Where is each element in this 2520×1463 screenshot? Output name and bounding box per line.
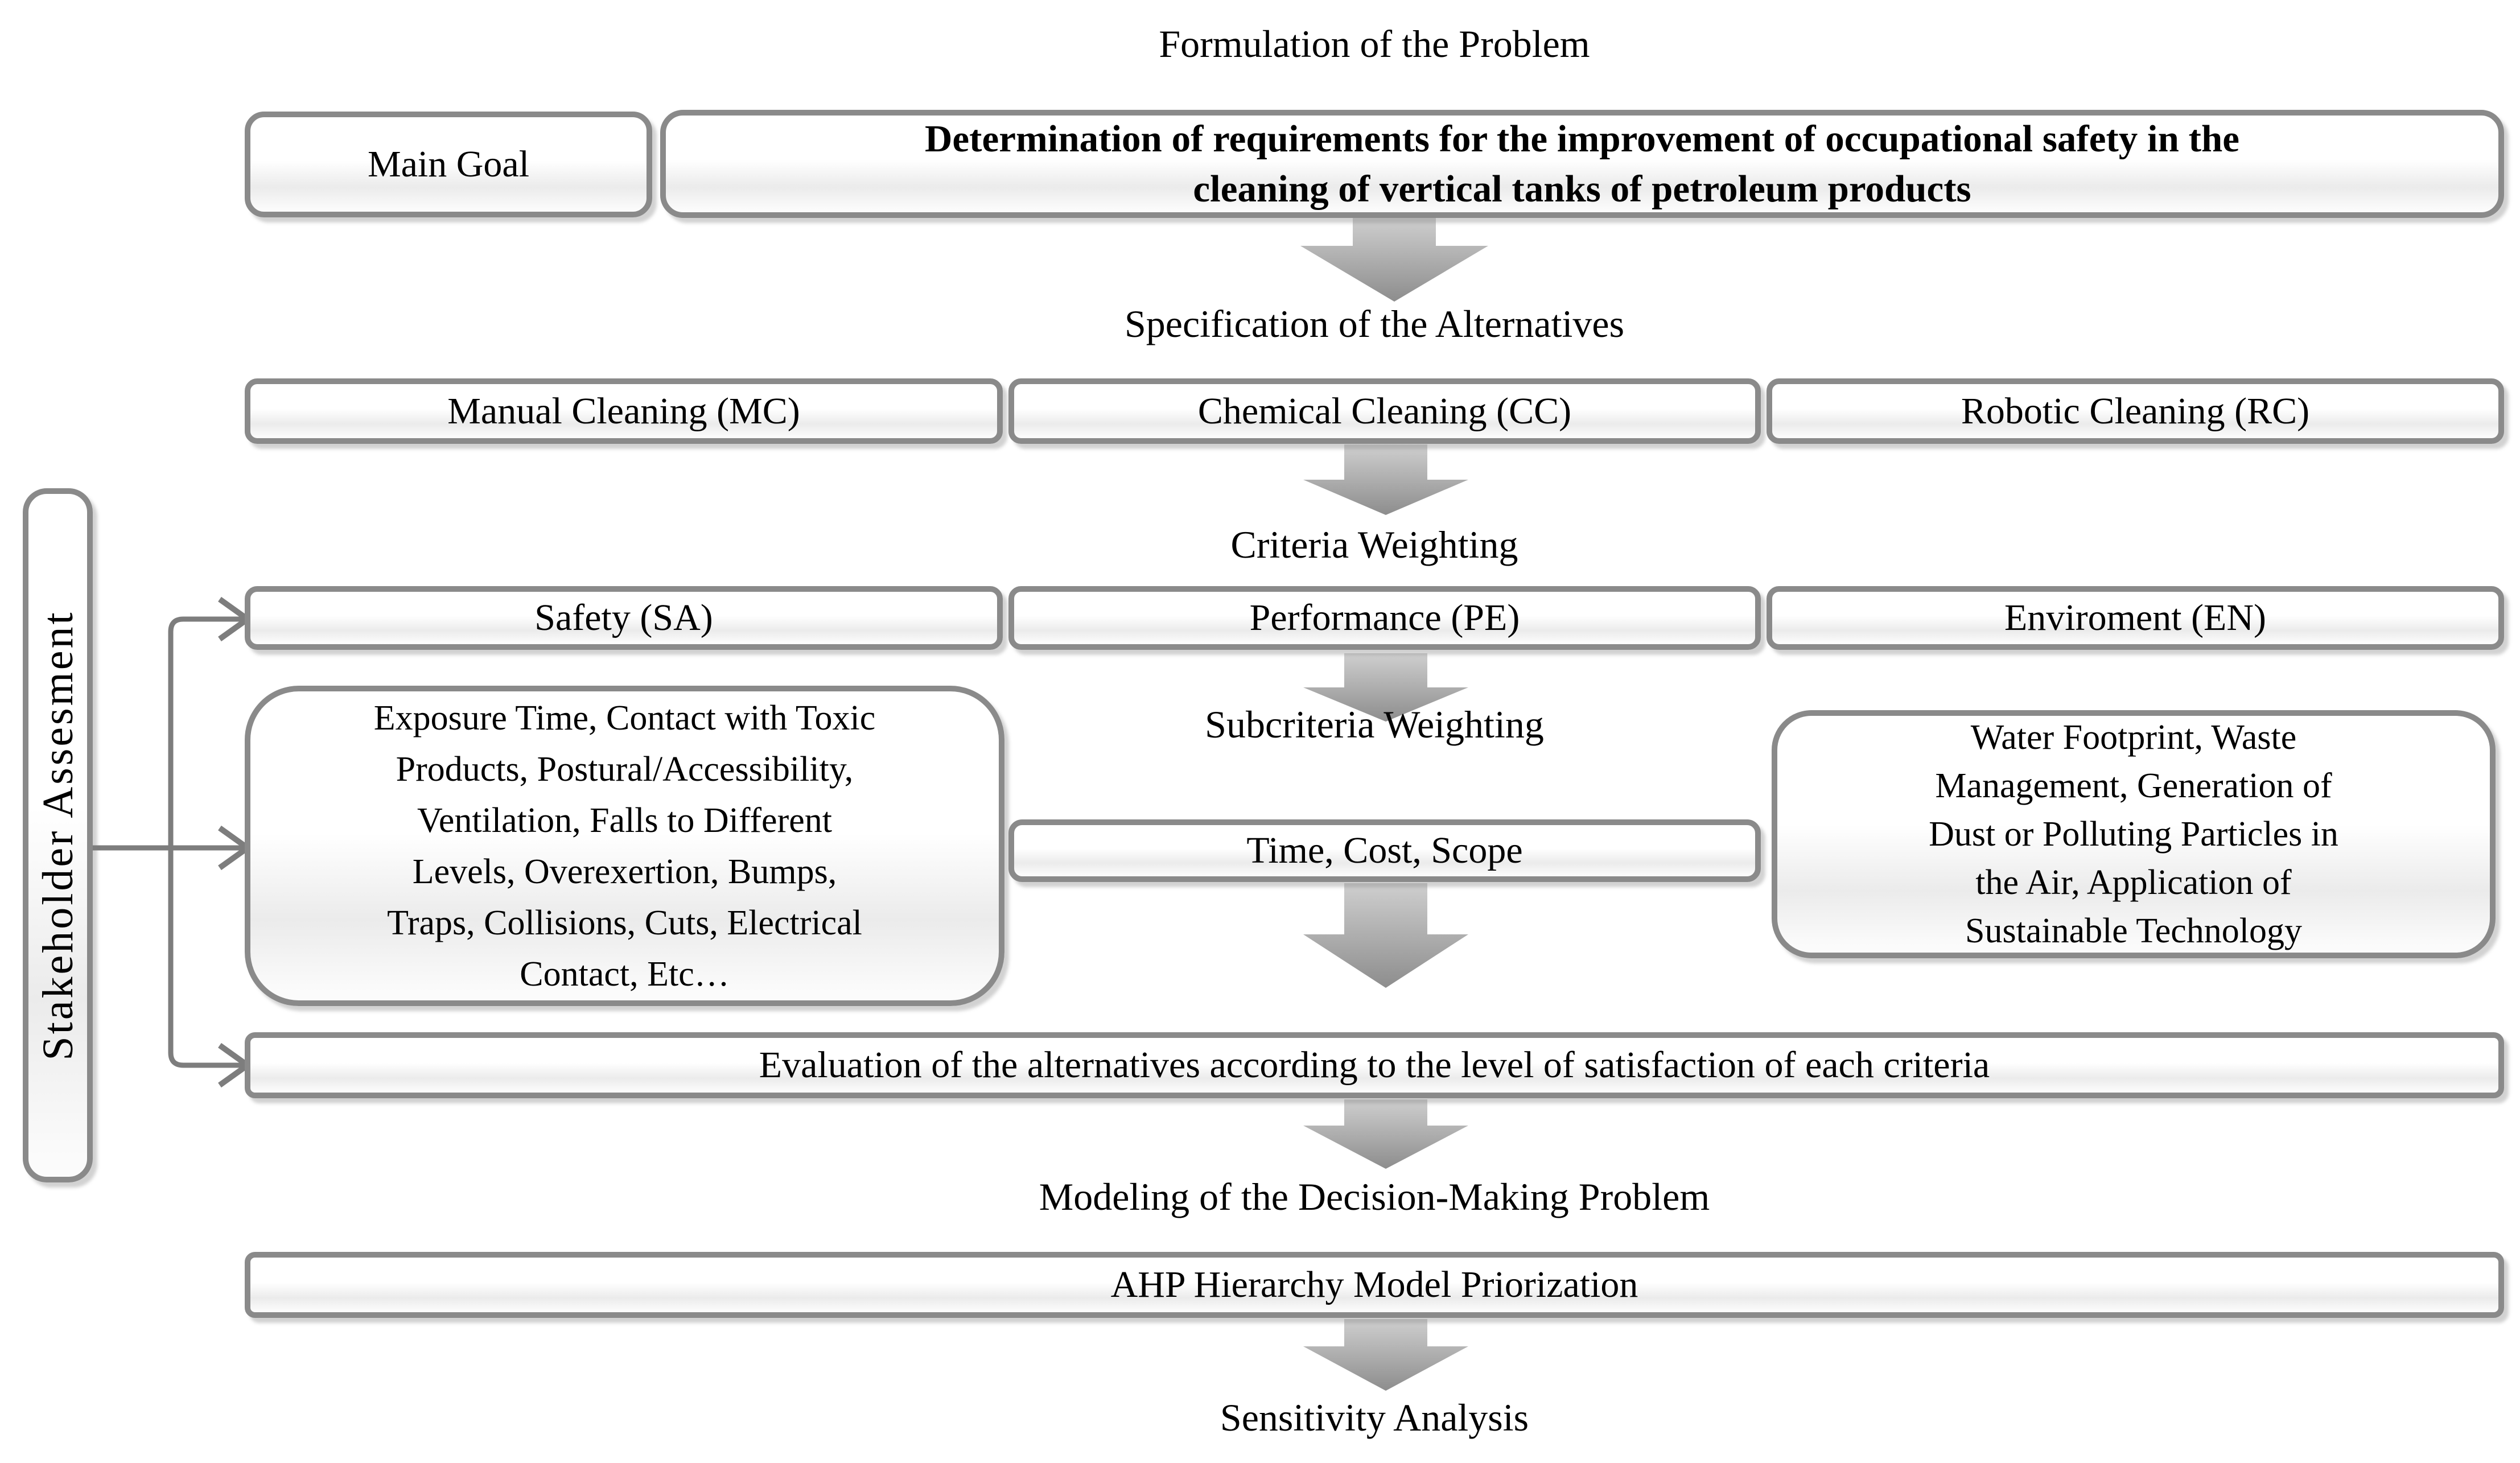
- subcriteria-performance-label: Time, Cost, Scope: [1246, 830, 1523, 872]
- subcriteria-safety-line: Exposure Time, Contact with Toxic: [373, 698, 876, 737]
- title-subcriteria-weighting: Subcriteria Weighting: [1205, 703, 1544, 746]
- criterion-label: Enviroment (EN): [2004, 597, 2267, 639]
- subcriteria-box-performance: Time, Cost, Scope: [1008, 819, 1761, 882]
- evaluation-box: Evaluation of the alternatives according…: [245, 1032, 2504, 1098]
- evaluation-label: Evaluation of the alternatives according…: [759, 1044, 1990, 1086]
- down-arrow-icon: [1303, 444, 1468, 515]
- title-sensitivity: Sensitivity Analysis: [1220, 1396, 1529, 1439]
- goal-statement-line: cleaning of vertical tanks of petroleum …: [1193, 168, 1971, 210]
- main-goal-box: Main Goal: [245, 112, 652, 217]
- subcriteria-safety-line: Traps, Collisions, Cuts, Electrical: [387, 903, 862, 942]
- title-criteria-weighting: Criteria Weighting: [1230, 523, 1518, 566]
- stakeholder-connector-trunk: [168, 616, 246, 1068]
- alternative-label: Robotic Cleaning (RC): [1961, 390, 2310, 432]
- goal-statement-line: Determination of requirements for the im…: [925, 118, 2239, 160]
- criterion-box-enviroment: Enviroment (EN): [1767, 586, 2504, 650]
- subcriteria-environment-line: Water Footprint, Waste: [1970, 718, 2297, 757]
- criterion-label: Safety (SA): [534, 597, 713, 639]
- criterion-box-safety: Safety (SA): [245, 586, 1003, 650]
- subcriteria-environment-line: the Air, Application of: [1975, 863, 2292, 902]
- down-arrow-icon: [1303, 1319, 1468, 1391]
- subcriteria-environment-line: Sustainable Technology: [1965, 911, 2303, 950]
- ahp-label: AHP Hierarchy Model Priorization: [1110, 1264, 1638, 1306]
- subcriteria-safety-line: Levels, Overexertion, Bumps,: [412, 852, 837, 891]
- subcriteria-environment-line: Dust or Polluting Particles in: [1929, 814, 2338, 854]
- title-modeling: Modeling of the Decision-Making Problem: [1039, 1175, 1710, 1218]
- title-specification: Specification of the Alternatives: [1124, 302, 1625, 345]
- down-arrow-icon: [1300, 217, 1488, 302]
- subcriteria-box-safety: Exposure Time, Contact with Toxic Produc…: [245, 686, 1004, 1006]
- alternative-label: Chemical Cleaning (CC): [1197, 390, 1572, 432]
- goal-statement-box: Determination of requirements for the im…: [660, 110, 2504, 218]
- main-goal-label: Main Goal: [367, 143, 530, 186]
- down-arrow-icon: [1303, 653, 1468, 722]
- stakeholder-assessment-label: Stakeholder Assesment: [34, 610, 82, 1061]
- alternative-box-chemical-cleaning: Chemical Cleaning (CC): [1008, 378, 1761, 444]
- criterion-box-performance: Performance (PE): [1008, 586, 1761, 650]
- subcriteria-safety-line: Products, Postural/Accessibility,: [396, 749, 854, 789]
- ahp-box: AHP Hierarchy Model Priorization: [245, 1252, 2504, 1318]
- down-arrow-icon: [1303, 883, 1468, 988]
- subcriteria-environment-line: Management, Generation of: [1935, 766, 2332, 805]
- criterion-label: Performance (PE): [1249, 597, 1520, 639]
- title-formulation: Formulation of the Problem: [1159, 22, 1590, 65]
- alternative-box-manual-cleaning: Manual Cleaning (MC): [245, 378, 1003, 444]
- subcriteria-box-environment: Water Footprint, Waste Management, Gener…: [1772, 710, 2496, 958]
- subcriteria-safety-line: Ventilation, Falls to Different: [417, 801, 832, 840]
- alternative-label: Manual Cleaning (MC): [447, 390, 800, 432]
- stakeholder-assessment-box: Stakeholder Assesment: [23, 488, 93, 1182]
- subcriteria-safety-line: Contact, Etc…: [520, 954, 730, 994]
- down-arrow-icon: [1303, 1099, 1468, 1169]
- alternative-box-robotic-cleaning: Robotic Cleaning (RC): [1767, 378, 2504, 444]
